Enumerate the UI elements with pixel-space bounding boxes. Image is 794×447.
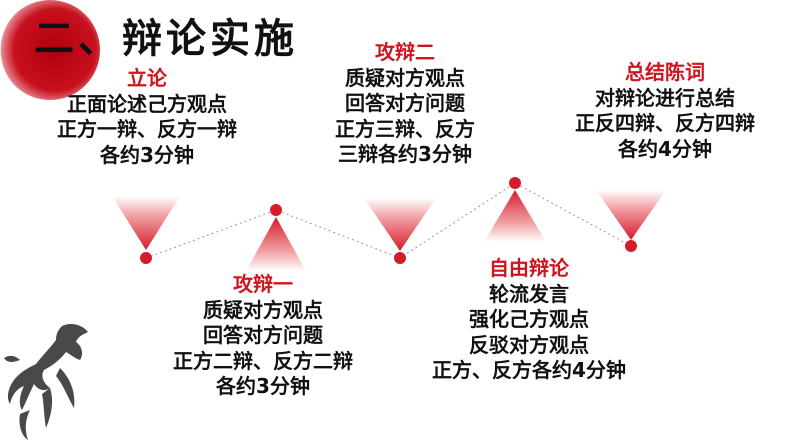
timeline-dot-2 — [270, 204, 282, 216]
triangle-marker-1 — [112, 196, 180, 250]
stage-line: 正方、反方各约4分钟 — [392, 358, 666, 384]
triangle-marker-4 — [484, 190, 546, 242]
stage-line: 轮流发言 — [392, 282, 666, 308]
triangle-marker-3 — [364, 198, 436, 251]
timeline-dot-1 — [140, 252, 152, 264]
stage-line: 质疑对方观点 — [292, 66, 518, 92]
stage-heading: 总结陈词 — [542, 60, 788, 86]
timeline-dot-4 — [509, 177, 521, 189]
stage-line: 正方二辩、反方二辩 — [118, 349, 408, 375]
stage-line: 对辩论进行总结 — [542, 86, 788, 112]
stage-line: 回答对方问题 — [292, 91, 518, 117]
stage-line: 反驳对方观点 — [392, 333, 666, 359]
stage-line: 强化己方观点 — [392, 307, 666, 333]
stage-line: 各约3分钟 — [118, 374, 408, 400]
triangle-marker-5 — [596, 190, 666, 240]
page-title: 二、辩论实施 — [34, 6, 298, 64]
stage-cross-exam-2: 攻辩二 质疑对方观点 回答对方问题 正方三辩、反方 三辩各约3分钟 — [292, 40, 518, 168]
stage-line: 正反四辩、反方四辩 — [542, 111, 788, 137]
triangle-marker-2 — [246, 217, 306, 271]
stage-line: 正方三辩、反方 — [292, 117, 518, 143]
stage-heading: 攻辩二 — [292, 40, 518, 66]
horse-ink-painting-icon — [0, 318, 100, 447]
stage-line: 质疑对方观点 — [118, 298, 408, 324]
stage-heading: 攻辩一 — [118, 272, 408, 298]
stage-line: 回答对方问题 — [118, 323, 408, 349]
stage-closing: 总结陈词 对辩论进行总结 正反四辩、反方四辩 各约4分钟 — [542, 60, 788, 162]
stage-free-debate: 自由辩论 轮流发言 强化己方观点 反驳对方观点 正方、反方各约4分钟 — [392, 256, 666, 384]
stage-line: 三辩各约3分钟 — [292, 142, 518, 168]
stage-heading: 自由辩论 — [392, 256, 666, 282]
stage-line: 各约4分钟 — [542, 137, 788, 163]
timeline-dot-5 — [625, 240, 637, 252]
stage-line: 各约3分钟 — [24, 143, 270, 169]
stage-cross-exam-1: 攻辩一 质疑对方观点 回答对方问题 正方二辩、反方二辩 各约3分钟 — [118, 272, 408, 400]
stage-line: 正方一辩、反方一辩 — [24, 117, 270, 143]
